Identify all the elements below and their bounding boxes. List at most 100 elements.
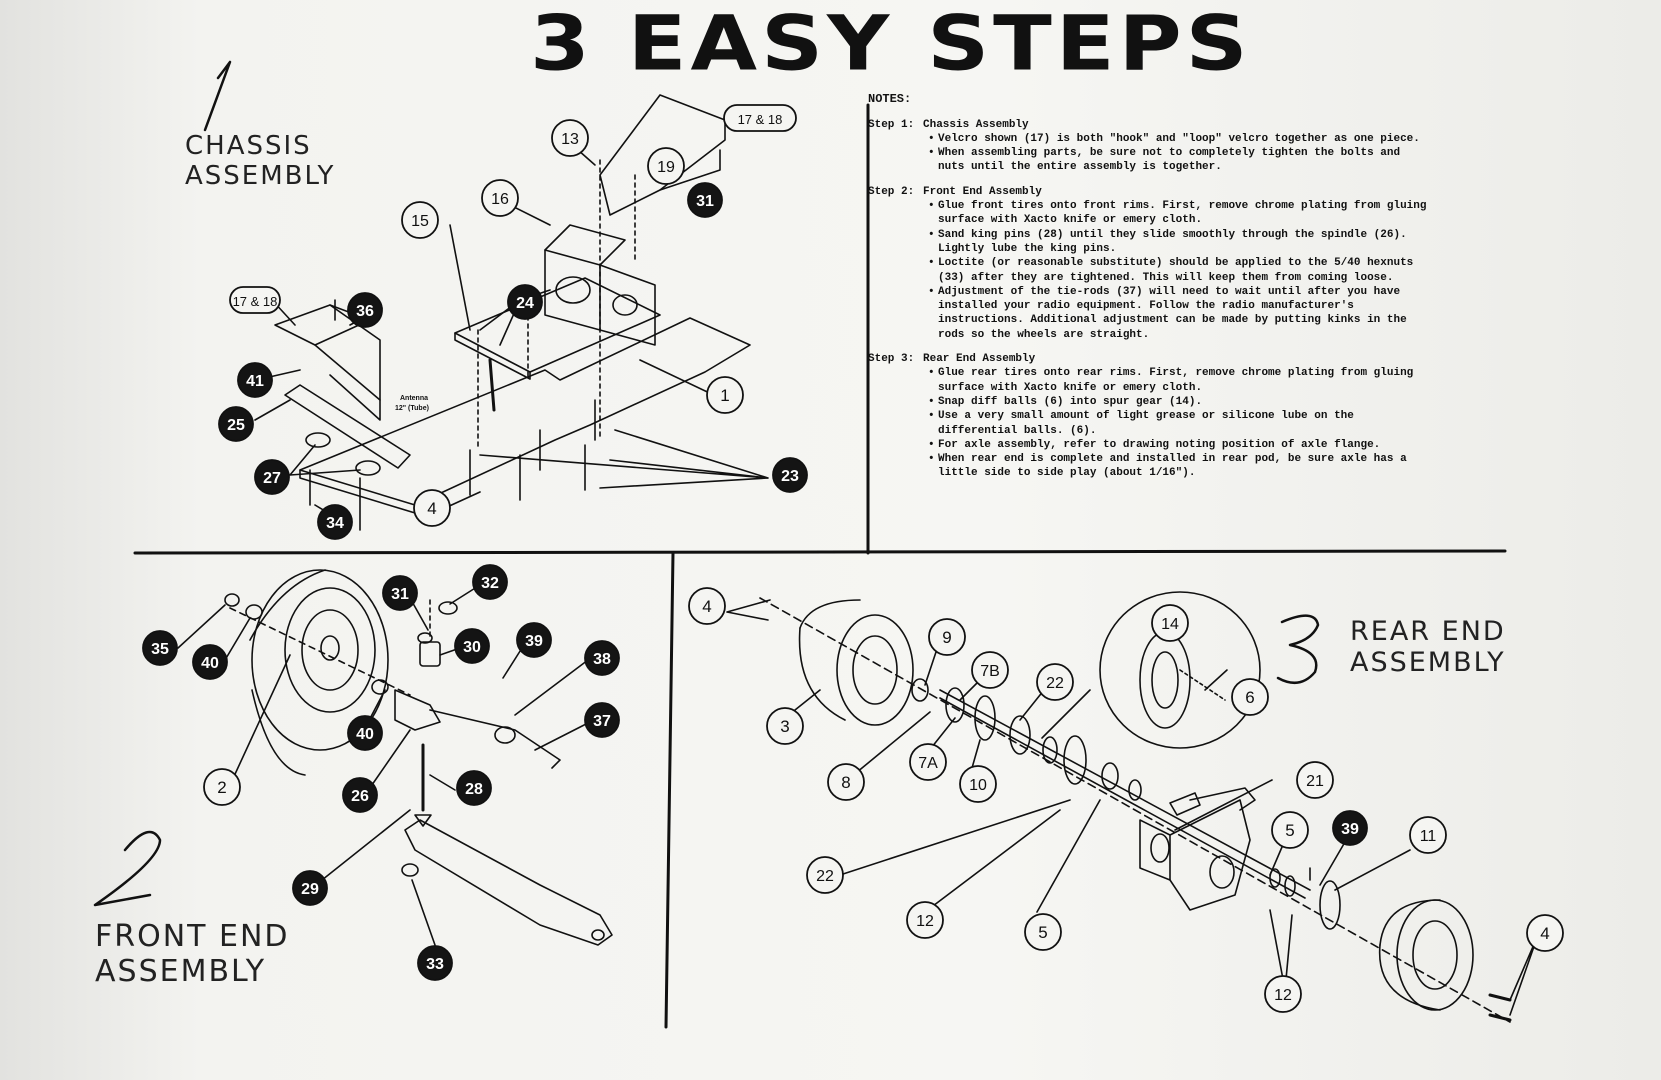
rear-callout-9: 9 <box>928 618 966 656</box>
front-end-label-line2: ASSEMBLY <box>95 953 267 989</box>
callout-label: 15 <box>411 213 429 230</box>
chassis-callout-27: 27 <box>254 459 290 495</box>
callout-label: 35 <box>151 641 169 658</box>
callout-label: 4 <box>1540 924 1549 943</box>
callout-label: 40 <box>356 726 374 743</box>
notes-step-header: Step 3:Rear End Assembly <box>868 352 1428 366</box>
divider-bottom <box>664 551 675 1029</box>
chassis-callout-1718: 17 & 18 <box>229 286 281 314</box>
notes-sections: Step 1:Chassis AssemblyVelcro shown (17)… <box>868 118 1428 481</box>
chassis-callout-36: 36 <box>347 292 383 328</box>
chassis-callout-15: 15 <box>401 201 439 239</box>
notes-step-title: Rear End Assembly <box>923 353 1036 366</box>
notes-step-tag: Step 2: <box>868 185 915 198</box>
callout-label: 22 <box>1046 675 1064 692</box>
chassis-callout-13: 13 <box>551 119 589 157</box>
rear-callout-3: 3 <box>766 707 804 745</box>
notes-step-list: Glue front tires onto front rims. First,… <box>868 199 1428 342</box>
callout-label: 11 <box>1420 828 1437 845</box>
callout-label: 24 <box>516 295 534 312</box>
callout-label: 40 <box>201 655 219 672</box>
callout-label: 4 <box>427 499 436 518</box>
notes-item: Sand king pins (28) until they slide smo… <box>928 228 1428 257</box>
notes-step-list: Velcro shown (17) is both "hook" and "lo… <box>868 132 1428 175</box>
callout-label: 14 <box>1161 616 1179 633</box>
callout-label: 28 <box>465 781 483 798</box>
page-title: 3 EASY STEPS <box>530 0 1252 88</box>
callout-label: 31 <box>391 586 409 603</box>
chassis-drawing <box>254 94 769 531</box>
rear-callout-14: 14 <box>1151 604 1189 642</box>
chassis-label-line2: ASSEMBLY <box>185 160 336 191</box>
callout-label: 17 & 18 <box>233 294 278 309</box>
notes-step-2: Step 2:Front End AssemblyGlue front tire… <box>868 185 1428 342</box>
front-callout-40: 40 <box>192 644 228 680</box>
notes-item: Glue front tires onto front rims. First,… <box>928 199 1428 228</box>
chassis-callout-1718: 17 & 18 <box>723 104 797 132</box>
callout-label: 31 <box>696 193 714 210</box>
callout-label: 9 <box>942 628 951 647</box>
callout-label: 5 <box>1038 923 1047 942</box>
rear-callout-8: 8 <box>827 763 865 801</box>
antenna-label: Antenna 12" (Tube) <box>395 395 429 412</box>
front-callout-2: 2 <box>203 768 241 806</box>
notes-panel: NOTES: Step 1:Chassis AssemblyVelcro sho… <box>868 92 1428 481</box>
rear-callout-5: 5 <box>1271 811 1309 849</box>
callout-label: 21 <box>1306 773 1324 790</box>
step-1-numeral <box>203 60 232 132</box>
chassis-callout-31: 31 <box>687 182 723 218</box>
rear-callout-5: 5 <box>1024 913 1062 951</box>
chassis-callout-1: 1 <box>706 376 744 414</box>
callout-label: 36 <box>356 303 374 320</box>
chassis-callout-19: 19 <box>647 147 685 185</box>
front-callout-39: 39 <box>516 622 552 658</box>
callout-label: 7B <box>980 663 1000 680</box>
chassis-callout-25: 25 <box>218 406 254 442</box>
notes-item: For axle assembly, refer to drawing noti… <box>928 438 1428 453</box>
callout-label: 17 & 18 <box>738 112 783 127</box>
rear-callout-4: 4 <box>688 587 726 625</box>
rear-end-assembly-label: REAR END ASSEMBLY <box>1350 616 1506 678</box>
step-2-numeral <box>93 830 162 907</box>
callout-label: 32 <box>481 575 499 592</box>
callout-label: 38 <box>593 651 611 668</box>
front-callout-26: 26 <box>342 777 378 813</box>
chassis-callout-4: 4 <box>413 489 451 527</box>
front-end-label-line1: FRONT END <box>95 919 290 954</box>
chassis-callout-41: 41 <box>237 362 273 398</box>
callout-label: 23 <box>781 468 799 485</box>
notes-step-title: Chassis Assembly <box>923 118 1029 131</box>
notes-step-header: Step 1:Chassis Assembly <box>868 118 1428 132</box>
chassis-label-line1: CHASSIS <box>185 131 312 161</box>
callout-label: 22 <box>816 868 834 885</box>
front-callout-40: 40 <box>347 715 383 751</box>
notes-item: When assembling parts, be sure not to co… <box>928 146 1428 175</box>
callout-label: 34 <box>326 515 344 532</box>
callout-label: 12 <box>916 913 934 930</box>
front-callout-35: 35 <box>142 630 178 666</box>
notes-item: Loctite (or reasonable substitute) shoul… <box>928 256 1428 285</box>
rear-callout-4: 4 <box>1526 914 1564 952</box>
front-callout-29: 29 <box>292 870 328 906</box>
front-callout-33: 33 <box>417 945 453 981</box>
front-callout-28: 28 <box>456 770 492 806</box>
notes-item: Glue rear tires onto rear rims. First, r… <box>928 366 1428 395</box>
callout-label: 33 <box>426 956 444 973</box>
callout-label: 19 <box>657 159 675 176</box>
callout-label: 6 <box>1245 688 1254 707</box>
callout-label: 37 <box>593 713 611 730</box>
callout-label: 39 <box>1341 821 1359 838</box>
callout-label: 7A <box>918 755 938 772</box>
callout-label: 4 <box>702 597 711 616</box>
callout-label: 10 <box>969 777 987 794</box>
callout-label: 41 <box>246 373 264 390</box>
callout-label: 30 <box>463 639 481 656</box>
rear-callout-12: 12 <box>906 901 944 939</box>
rear-callout-39: 39 <box>1332 810 1368 846</box>
chassis-assembly-label: CHASSIS ASSEMBLY <box>185 131 336 192</box>
notes-step-3: Step 3:Rear End AssemblyGlue rear tires … <box>868 352 1428 481</box>
step-3-numeral <box>1276 614 1320 685</box>
callout-label: 25 <box>227 417 245 434</box>
notes-step-1: Step 1:Chassis AssemblyVelcro shown (17)… <box>868 118 1428 175</box>
